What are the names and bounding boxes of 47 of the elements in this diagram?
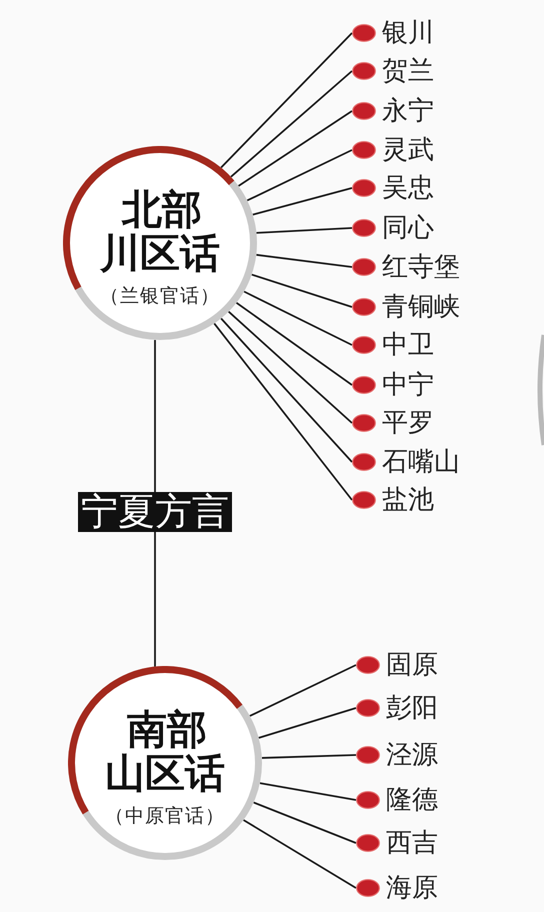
place-name: 红寺堡	[382, 252, 460, 282]
place-name: 青铜峡	[382, 292, 460, 322]
connector-line	[230, 70, 353, 178]
place-name: 盐池	[382, 485, 434, 515]
ring-circle	[68, 666, 262, 860]
connector-line	[154, 532, 156, 667]
place-name: 固原	[386, 650, 438, 680]
circle-title: 北部川区话	[99, 188, 221, 276]
connector-line	[253, 802, 356, 844]
connector-line	[249, 664, 356, 717]
place-name: 灵武	[382, 135, 434, 165]
circle-subtitle: （中原官话）	[105, 804, 225, 828]
place-name: 银川	[382, 18, 434, 48]
place-name: 泾源	[386, 740, 438, 770]
connector-line	[228, 310, 353, 424]
label-box: 宁夏方言	[78, 492, 232, 532]
connector-line	[236, 302, 353, 386]
connector-line	[238, 110, 352, 187]
connector-line	[256, 254, 352, 268]
place-name: 海原	[386, 873, 438, 903]
connector-line	[246, 149, 352, 202]
place-name: 彭阳	[386, 693, 438, 723]
place-name: 石嘴山	[382, 447, 460, 477]
connector-line	[243, 819, 356, 889]
place-name: 中卫	[382, 330, 434, 360]
ring-circle	[63, 146, 257, 340]
connector-line	[220, 32, 353, 168]
connector-line	[256, 227, 352, 234]
place-name: 同心	[382, 213, 434, 243]
connector-line	[258, 707, 356, 739]
connector-line	[244, 290, 352, 346]
connector-line	[262, 754, 356, 759]
place-name: 平罗	[382, 408, 434, 438]
circle-subtitle: （兰银官话）	[100, 284, 220, 308]
place-name: 吴忠	[382, 173, 434, 203]
connector-line	[251, 274, 352, 308]
connector-line	[260, 782, 356, 801]
connector-line	[252, 187, 352, 216]
connector-line	[154, 340, 156, 492]
connector-line	[214, 322, 353, 501]
place-name: 贺兰	[382, 56, 434, 86]
place-name: 隆德	[386, 785, 438, 815]
place-name: 西吉	[386, 828, 438, 858]
place-name: 永宁	[382, 96, 434, 126]
place-name: 中宁	[382, 370, 434, 400]
connector-line	[220, 318, 353, 463]
circle-title: 南部山区话	[104, 708, 226, 796]
